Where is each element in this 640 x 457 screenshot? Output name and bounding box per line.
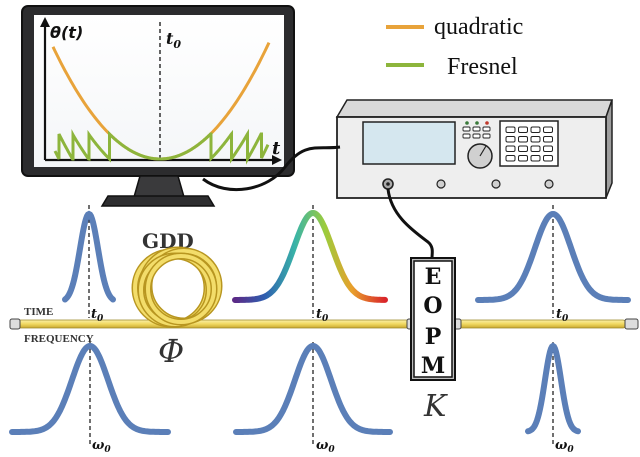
fiber-right-connector (624, 318, 639, 330)
keypad-key[interactable] (505, 155, 516, 162)
freq-pulse-2-label: ω0 (316, 438, 335, 455)
eopm-letter-p: P (425, 324, 442, 350)
coil-loop (146, 254, 216, 324)
keypad-key[interactable] (543, 136, 553, 143)
keypad-key[interactable] (543, 126, 553, 133)
generator-display (362, 121, 456, 165)
freq-pulse-3-label: ω0 (555, 438, 574, 455)
keypad-key[interactable] (505, 145, 516, 152)
gdd-coil: GDD Φ (131, 229, 223, 370)
keypad-key[interactable] (505, 126, 516, 133)
generator-port-2[interactable] (436, 179, 446, 189)
gdd-symbol: Φ (158, 332, 184, 370)
keypad-key[interactable] (530, 145, 541, 152)
generator-port-4[interactable] (544, 179, 554, 189)
freq-pulse-1 (9, 342, 171, 435)
monitor: θ(t) t t0 (21, 5, 295, 207)
time-pulse-2-chirped (232, 209, 388, 303)
keypad-key[interactable] (530, 126, 541, 133)
generator-side (605, 99, 613, 199)
legend-quadratic-label: quadratic (434, 14, 523, 40)
generator-small-buttons (462, 121, 491, 139)
time-pulse-2-label: t0 (316, 307, 329, 324)
keypad-key[interactable] (518, 136, 528, 143)
eopm-symbol: K (423, 389, 448, 424)
keypad-key[interactable] (530, 136, 541, 143)
center-label: t0 (166, 29, 181, 51)
eopm-box-inner (413, 260, 453, 378)
legend-fresnel-label: Fresnel (447, 54, 518, 80)
freq-pulse-1-label: ω0 (92, 438, 111, 455)
signal-generator (335, 99, 614, 199)
eopm-cable (386, 188, 434, 259)
keypad-key[interactable] (518, 155, 528, 162)
eopm-letter-o: O (423, 293, 442, 319)
y-axis-arrow-icon (40, 17, 50, 27)
legend: quadratic Fresnel (386, 14, 523, 80)
eopm-modulator: E O P M K (410, 257, 456, 424)
freq-pulse-3 (525, 342, 581, 435)
fiber: TIME FREQUENCY (9, 306, 639, 345)
generator-knob-indicator (479, 145, 487, 157)
fresnel-curve (53, 128, 270, 165)
pulses-layer (9, 205, 631, 445)
keypad-key[interactable] (543, 145, 553, 152)
monitor-neck (133, 175, 185, 198)
keypad-key[interactable] (518, 145, 528, 152)
x-axis-arrow-icon (272, 155, 282, 165)
frequency-domain-label: FREQUENCY (24, 333, 94, 345)
y-axis-label: θ(t) (50, 23, 83, 42)
time-pulse-1 (62, 210, 116, 303)
time-pulse-3-label: t0 (556, 307, 569, 324)
keypad-key[interactable] (518, 126, 528, 133)
monitor-cable (202, 145, 341, 192)
eopm-letter-m: M (421, 353, 445, 379)
keypad-key[interactable] (530, 155, 541, 162)
time-pulse-3 (475, 210, 631, 303)
fiber-coil-icon (131, 246, 223, 328)
time-pulse-1-label: t0 (91, 307, 104, 324)
generator-port-3[interactable] (491, 179, 501, 189)
keypad-key[interactable] (505, 136, 516, 143)
eopm-letter-e: E (425, 264, 442, 290)
generator-top (335, 99, 614, 118)
keypad-keys[interactable] (505, 126, 553, 162)
monitor-base (100, 195, 216, 207)
keypad-key[interactable] (543, 155, 553, 162)
freq-pulse-2 (233, 342, 393, 435)
x-axis-label: t (272, 138, 281, 159)
fiber-left-connector (9, 318, 21, 330)
time-domain-label: TIME (24, 306, 53, 318)
